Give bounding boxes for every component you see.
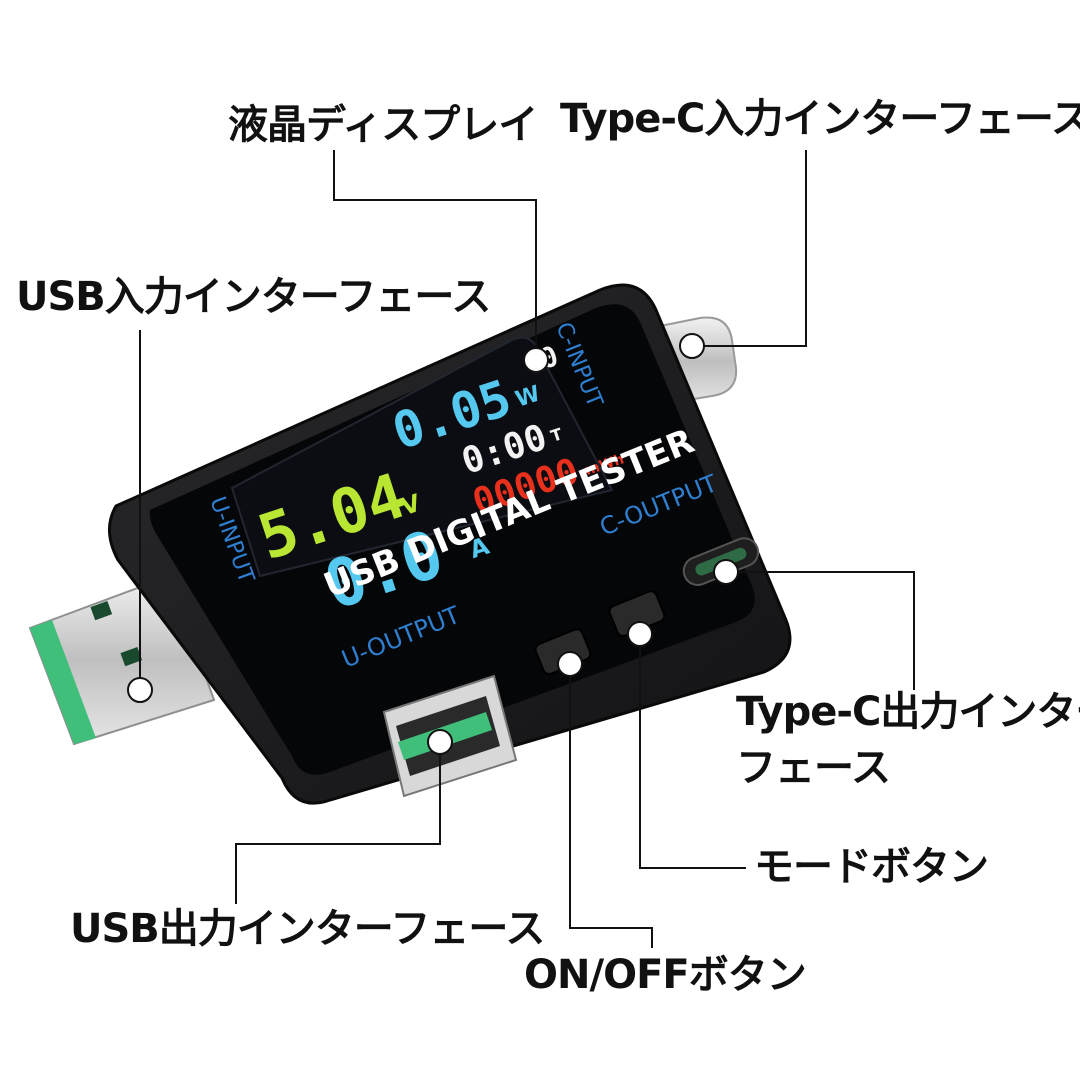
type-c-input-callout: Type-C入力インターフェース — [560, 96, 1080, 142]
type-c-output-callout-line2: フェース — [736, 745, 891, 791]
tester-body — [108, 283, 792, 805]
type-c-input-dot — [679, 333, 705, 359]
usb-input-dot — [127, 677, 153, 703]
on-off-button-callout: ON/OFFボタン — [524, 952, 807, 998]
lcd-dot — [523, 347, 549, 373]
leader-lines — [139, 150, 915, 948]
mode-button-dot — [627, 621, 653, 647]
type-c-output-callout-line1: Type-C出力インター — [736, 689, 1080, 735]
type-c-output-callout: Type-C出力インター フェース — [736, 684, 1080, 796]
usb-output-dot — [427, 729, 453, 755]
usb-input-callout: USB入力インターフェース — [16, 274, 491, 320]
usb-a-tongue — [30, 620, 96, 744]
lcd-screen — [230, 336, 614, 578]
type-c-output-dot — [713, 559, 739, 585]
mode-button-callout: モードボタン — [754, 844, 989, 890]
lcd-callout: 液晶ディスプレイ — [228, 102, 538, 148]
callout-dots — [127, 333, 739, 755]
on-off-button-dot — [557, 651, 583, 677]
usb-output-callout: USB出力インターフェース — [70, 906, 545, 952]
